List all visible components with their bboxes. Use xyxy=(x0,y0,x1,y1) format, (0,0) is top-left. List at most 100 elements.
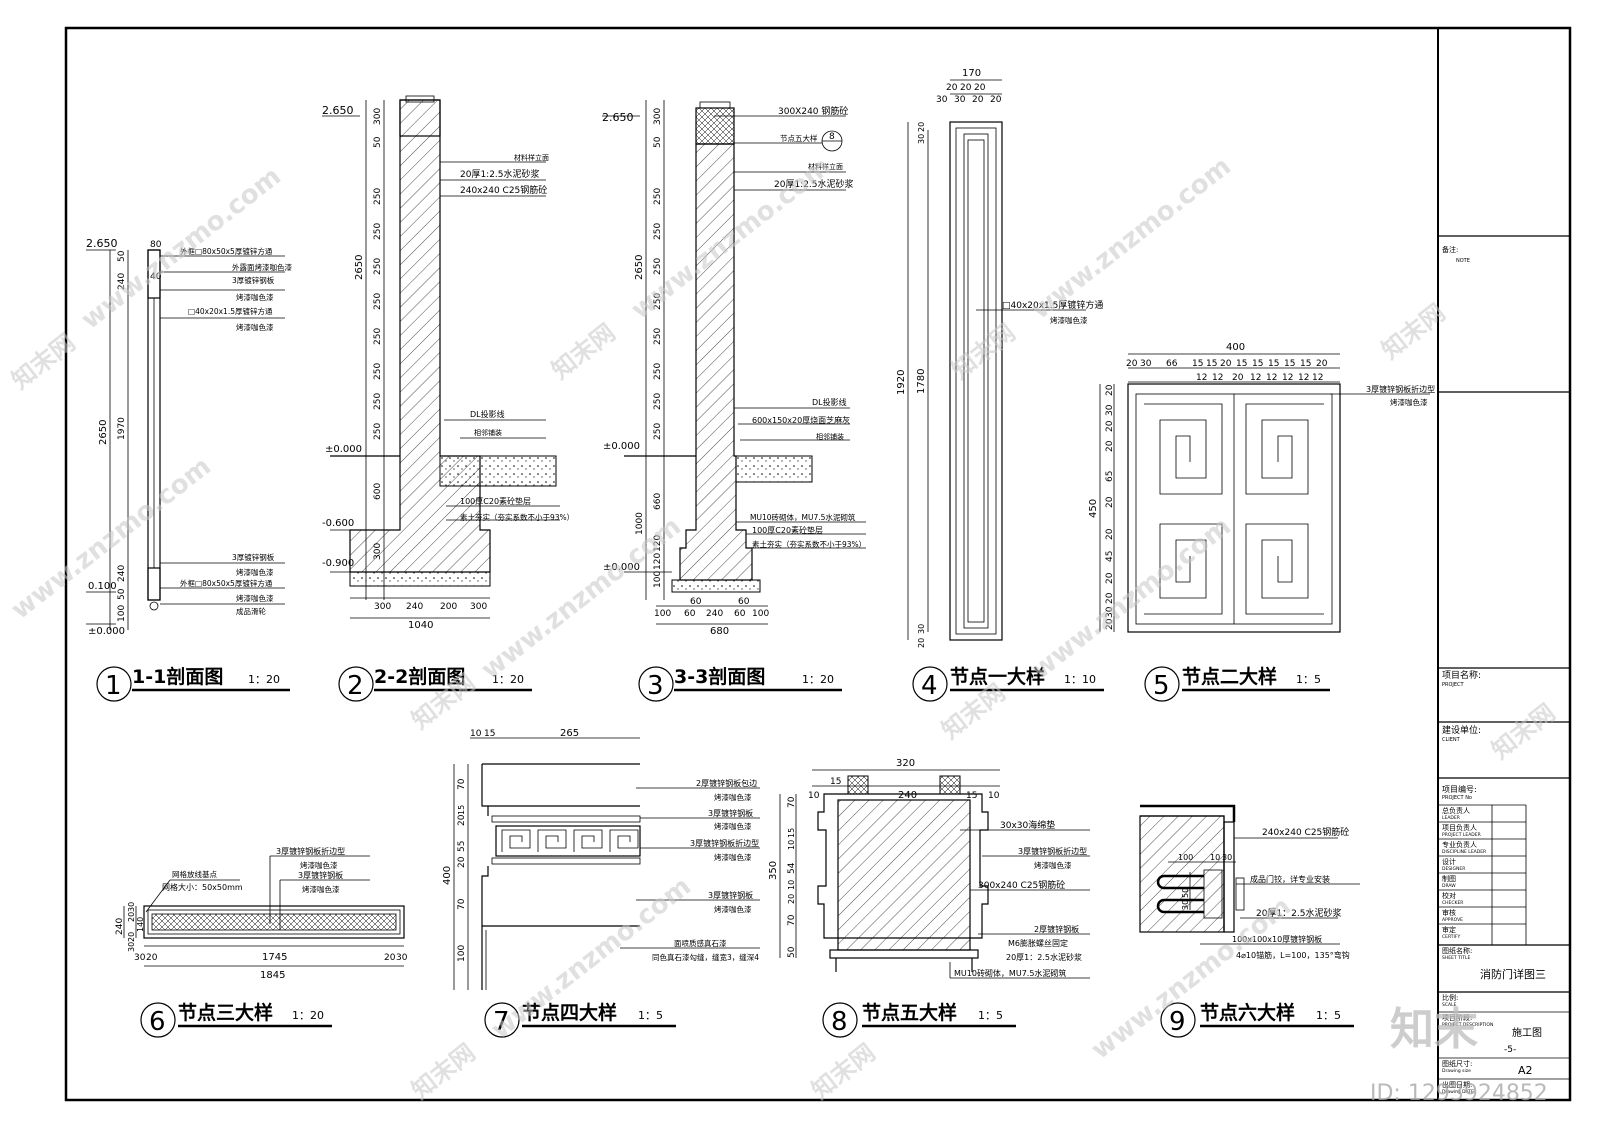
svg-text:节点六大样: 节点六大样 xyxy=(1200,1001,1295,1024)
svg-text:30x30海绵垫: 30x30海绵垫 xyxy=(1000,819,1055,831)
svg-text:20厚1:2.5水泥砂浆: 20厚1:2.5水泥砂浆 xyxy=(774,178,854,190)
svg-text:10: 10 xyxy=(988,791,1000,801)
svg-text:30: 30 xyxy=(1105,606,1115,618)
svg-text:1：5: 1：5 xyxy=(978,1009,1003,1022)
svg-text:300X240 钢筋砼: 300X240 钢筋砼 xyxy=(778,105,848,117)
detail-7-node-4: 10 15 265 400 70 20 15 55 20 70 100 2厚镀锌… xyxy=(442,728,760,990)
svg-text:15: 15 xyxy=(1192,359,1203,369)
svg-text:250: 250 xyxy=(653,258,663,275)
svg-text:50: 50 xyxy=(653,136,663,148)
svg-text:出图日期:: 出图日期: xyxy=(1442,1080,1472,1089)
svg-text:20: 20 xyxy=(990,95,1002,105)
sheet-size: A2 xyxy=(1518,1064,1533,1077)
svg-text:项目负责人: 项目负责人 xyxy=(1442,823,1477,832)
svg-text:20: 20 xyxy=(1105,592,1115,604)
svg-text:20: 20 xyxy=(917,122,926,132)
svg-text:70: 70 xyxy=(457,898,467,910)
svg-text:2.650: 2.650 xyxy=(322,104,354,117)
svg-text:20厚1:2.5水泥砂浆: 20厚1:2.5水泥砂浆 xyxy=(460,168,540,180)
svg-text:知末网: 知末网 xyxy=(936,678,1010,744)
svg-text:250: 250 xyxy=(653,223,663,240)
svg-text:15: 15 xyxy=(830,777,841,787)
svg-text:M6膨胀螺丝固定: M6膨胀螺丝固定 xyxy=(1008,938,1068,948)
svg-text:知末网: 知末网 xyxy=(1486,698,1560,764)
svg-text:50: 50 xyxy=(117,250,127,262)
svg-text:100: 100 xyxy=(654,609,671,619)
svg-text:节点五大样: 节点五大样 xyxy=(780,133,818,143)
detail-8-node-5: 320 10 15 240 15 10 350 70 15 10 54 10 2… xyxy=(768,758,1090,979)
watermark-logo: 知末 xyxy=(1390,1004,1478,1055)
svg-text:20: 20 xyxy=(917,638,926,648)
svg-text:2.650: 2.650 xyxy=(602,111,634,124)
svg-text:12: 12 xyxy=(1212,373,1223,383)
svg-text:节点三大样: 节点三大样 xyxy=(178,1001,273,1024)
svg-text:200: 200 xyxy=(440,602,457,612)
svg-text:NOTE: NOTE xyxy=(1456,258,1470,264)
svg-text:烤漆咖色漆: 烤漆咖色漆 xyxy=(300,860,338,870)
svg-text:120: 120 xyxy=(653,553,663,570)
svg-text:同色真石漆勾缝，缝宽3，缝深4: 同色真石漆勾缝，缝宽3，缝深4 xyxy=(652,952,759,962)
svg-text:www.znzmo.com: www.znzmo.com xyxy=(6,452,217,626)
svg-text:40: 40 xyxy=(150,272,162,282)
svg-text:CERTIFY: CERTIFY xyxy=(1442,934,1460,940)
svg-text:烤漆咖色漆: 烤漆咖色漆 xyxy=(1050,315,1088,325)
svg-text:±0.000: ±0.000 xyxy=(88,626,125,637)
svg-text:DRAW: DRAW xyxy=(1442,883,1456,889)
svg-text:20厚1：2.5水泥砂浆: 20厚1：2.5水泥砂浆 xyxy=(1006,952,1082,962)
svg-text:240: 240 xyxy=(706,609,723,619)
svg-text:240x240 C25钢筋砼: 240x240 C25钢筋砼 xyxy=(460,184,547,196)
svg-text:240x240 C25钢筋砼: 240x240 C25钢筋砼 xyxy=(1262,826,1349,838)
svg-text:3厚镀锌钢板折边型: 3厚镀锌钢板折边型 xyxy=(690,838,759,848)
signature-rows: 总负责人 LEADER 项目负责人 PROJECT LEADER 专业负责人 D… xyxy=(1438,806,1526,940)
svg-text:3厚镀锌钢板: 3厚镀锌钢板 xyxy=(232,552,275,562)
detail-3-section: 2.650 300 50 250 250 250 250 250 250 250… xyxy=(602,100,866,637)
svg-text:1：5: 1：5 xyxy=(1316,1009,1341,1022)
svg-text:100厚C20素砼垫层: 100厚C20素砼垫层 xyxy=(460,496,531,506)
svg-text:1：20: 1：20 xyxy=(292,1009,324,1022)
svg-text:600: 600 xyxy=(373,483,383,500)
svg-text:20: 20 xyxy=(1220,359,1232,369)
svg-text:0.100: 0.100 xyxy=(88,581,117,592)
svg-text:1920: 1920 xyxy=(896,370,907,395)
svg-text:120: 120 xyxy=(653,535,663,552)
project-number-label: 项目编号: xyxy=(1442,784,1477,794)
svg-text:1000: 1000 xyxy=(635,512,645,535)
svg-text:节点五大样: 节点五大样 xyxy=(862,1001,957,1024)
svg-text:15: 15 xyxy=(1236,359,1247,369)
svg-text:www.znzmo.com: www.znzmo.com xyxy=(1026,152,1237,326)
svg-text:240: 240 xyxy=(117,565,127,582)
svg-text:DISCIPLINE LEADER: DISCIPLINE LEADER xyxy=(1442,849,1486,855)
svg-text:1：5: 1：5 xyxy=(638,1009,663,1022)
svg-text:知末网: 知末网 xyxy=(406,1038,480,1104)
svg-text:50: 50 xyxy=(117,588,127,600)
svg-text:15: 15 xyxy=(1284,359,1295,369)
svg-text:240: 240 xyxy=(898,790,917,801)
svg-text:6: 6 xyxy=(149,1007,166,1037)
svg-text:相邻铺装: 相邻铺装 xyxy=(474,428,502,437)
svg-text:知末网: 知末网 xyxy=(946,318,1020,384)
svg-text:-0.900: -0.900 xyxy=(322,558,354,569)
svg-text:烤漆咖色漆: 烤漆咖色漆 xyxy=(714,821,752,831)
svg-text:烤漆咖色漆: 烤漆咖色漆 xyxy=(236,567,274,577)
svg-text:2650: 2650 xyxy=(354,255,365,280)
sheet-number: -5- xyxy=(1504,1045,1516,1055)
detail-4-node-1: 170 20 20 20 30 30 20 20 1920 1780 20 30… xyxy=(896,68,1103,648)
svg-text:20: 20 xyxy=(127,932,136,942)
svg-text:100: 100 xyxy=(752,609,769,619)
svg-text:比例:: 比例: xyxy=(1442,993,1458,1002)
svg-text:1-1剖面图: 1-1剖面图 xyxy=(132,665,223,688)
svg-text:12: 12 xyxy=(1298,373,1309,383)
svg-text:80: 80 xyxy=(150,240,162,250)
svg-text:30: 30 xyxy=(1181,900,1190,910)
callout-8: 8 xyxy=(829,132,835,142)
svg-text:100: 100 xyxy=(117,605,127,622)
svg-text:3厚镀锌钢板折边型: 3厚镀锌钢板折边型 xyxy=(1366,384,1435,394)
svg-text:2650: 2650 xyxy=(98,420,109,445)
svg-text:250: 250 xyxy=(653,423,663,440)
svg-text:制图: 制图 xyxy=(1442,874,1456,883)
svg-text:总负责人: 总负责人 xyxy=(1442,806,1470,815)
svg-text:10: 10 xyxy=(1210,853,1220,862)
svg-text:45: 45 xyxy=(1105,551,1115,562)
project-stage: 施工图 xyxy=(1512,1026,1542,1039)
